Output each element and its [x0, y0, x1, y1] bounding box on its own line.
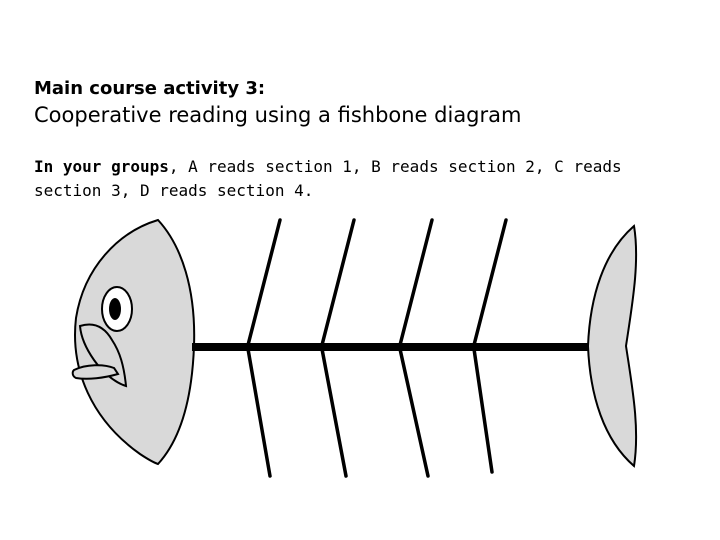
fish-lower-lip [73, 365, 118, 379]
lower-bone-1 [248, 349, 270, 476]
lower-bones [248, 349, 492, 476]
fish-tail [588, 226, 636, 466]
upper-bone-1 [248, 220, 280, 345]
lower-bone-2 [322, 349, 346, 476]
lower-bone-4 [474, 349, 492, 472]
upper-bone-4 [474, 220, 506, 345]
upper-bone-2 [322, 220, 354, 345]
fish-pupil [109, 298, 121, 320]
upper-bone-3 [400, 220, 432, 345]
lower-bone-3 [400, 349, 428, 476]
upper-bones [248, 220, 506, 345]
